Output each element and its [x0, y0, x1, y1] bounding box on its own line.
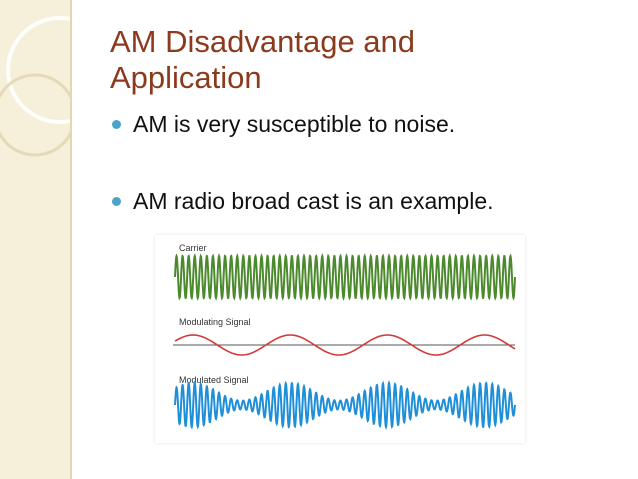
bullet-text: AM is very susceptible to noise. — [133, 111, 456, 137]
modulating-label: Modulating Signal — [179, 317, 251, 327]
am-waveform-figure: Carrier Modulating Signal Modulated Sign… — [155, 235, 525, 443]
decorative-circles — [0, 16, 70, 157]
modulated-label: Modulated Signal — [179, 375, 249, 385]
bullet-dot-icon — [112, 197, 121, 206]
slide-title-line1: AM Disadvantage and — [110, 24, 416, 59]
left-decorative-band — [0, 0, 72, 479]
carrier-wave — [174, 253, 516, 301]
bullet-dot-icon — [112, 120, 121, 129]
slide-title: AM Disadvantage and Application — [110, 24, 610, 96]
modulated-wave — [174, 380, 516, 431]
slide-title-line2: Application — [110, 60, 262, 95]
waveform-svg — [173, 253, 516, 431]
bullet-text: AM radio broad cast is an example. — [133, 188, 494, 214]
modulating-wave — [174, 334, 516, 356]
bullet-item: AM is very susceptible to noise. — [112, 111, 455, 138]
carrier-label: Carrier — [179, 243, 207, 253]
bullet-item: AM radio broad cast is an example. — [112, 188, 494, 215]
